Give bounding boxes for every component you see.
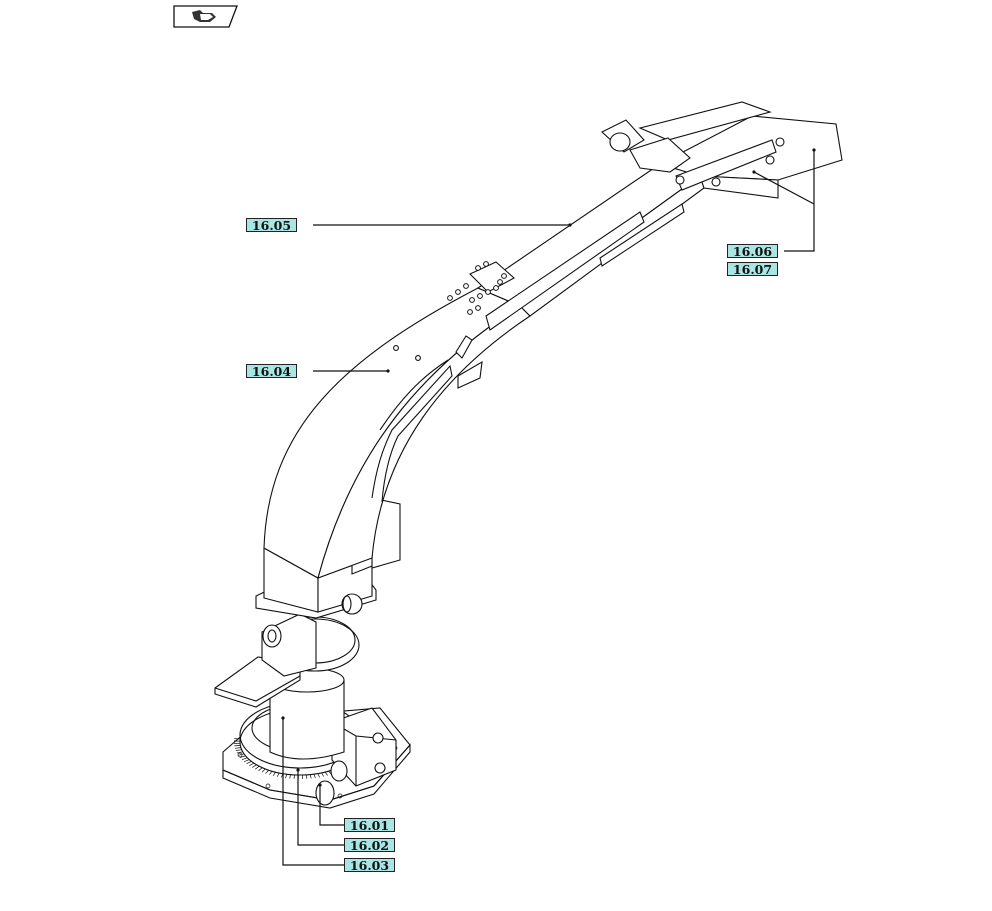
bolt	[483, 261, 489, 267]
bolt	[455, 289, 461, 295]
callout-16-07[interactable]: 16.07	[727, 262, 778, 277]
drive-housing	[315, 707, 397, 806]
back-to-index-icon[interactable]	[172, 5, 238, 28]
callout-16-05[interactable]: 16.05	[246, 218, 297, 233]
bolt	[485, 289, 491, 295]
bolt	[477, 293, 483, 299]
boom-upper	[469, 163, 705, 331]
callout-16-06[interactable]: 16.06	[727, 244, 778, 259]
bolt	[497, 279, 503, 285]
bolt	[475, 305, 481, 311]
callout-16-01[interactable]: 16.01	[344, 818, 395, 833]
bolt	[501, 273, 507, 279]
callout-16-02[interactable]: 16.02	[344, 838, 395, 853]
bolt	[469, 297, 475, 303]
boom-bolts	[447, 261, 507, 315]
bolt	[493, 285, 499, 291]
callout-16-03[interactable]: 16.03	[344, 858, 395, 873]
leader-lines	[281, 148, 816, 866]
bolt	[463, 283, 469, 289]
bolt	[467, 309, 473, 315]
bolt	[475, 265, 481, 271]
boom-head	[601, 101, 843, 199]
bolt	[447, 295, 453, 301]
turret	[261, 613, 360, 677]
callout-16-04[interactable]: 16.04	[246, 364, 297, 379]
